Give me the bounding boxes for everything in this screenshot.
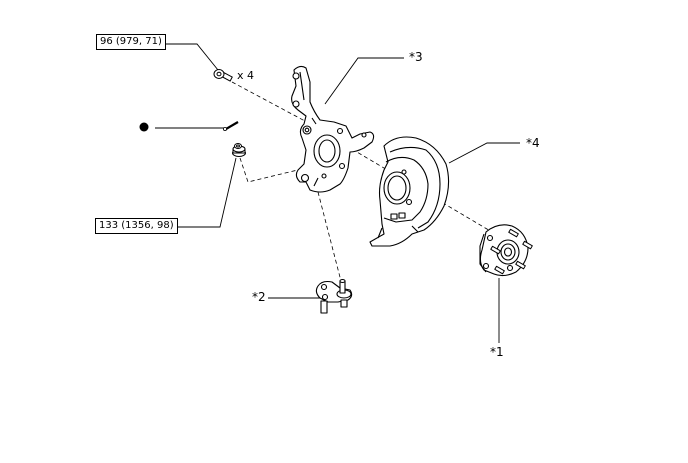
steering-knuckle [291, 65, 375, 193]
dust-cover [369, 136, 450, 247]
bolt-quantity-label: x 4 [237, 69, 255, 82]
assembly-guide-lines [231, 81, 493, 286]
castle-nut [232, 143, 246, 157]
bolt-torque-spec: 96 (979, 71) [96, 34, 166, 50]
callout-dust-cover: *4 [526, 136, 540, 150]
axle-hub [479, 224, 533, 277]
cotter-pin [222, 121, 239, 132]
lower-ball-joint [315, 278, 353, 314]
filled-circle-icon [139, 122, 149, 132]
bolt [213, 69, 233, 82]
callout-ball-joint: *2 [252, 290, 266, 304]
leader-lines [155, 43, 520, 343]
callout-knuckle: *3 [409, 50, 423, 64]
nut-torque-spec: 133 (1356, 98) [95, 218, 178, 234]
callout-hub: *1 [490, 345, 504, 359]
